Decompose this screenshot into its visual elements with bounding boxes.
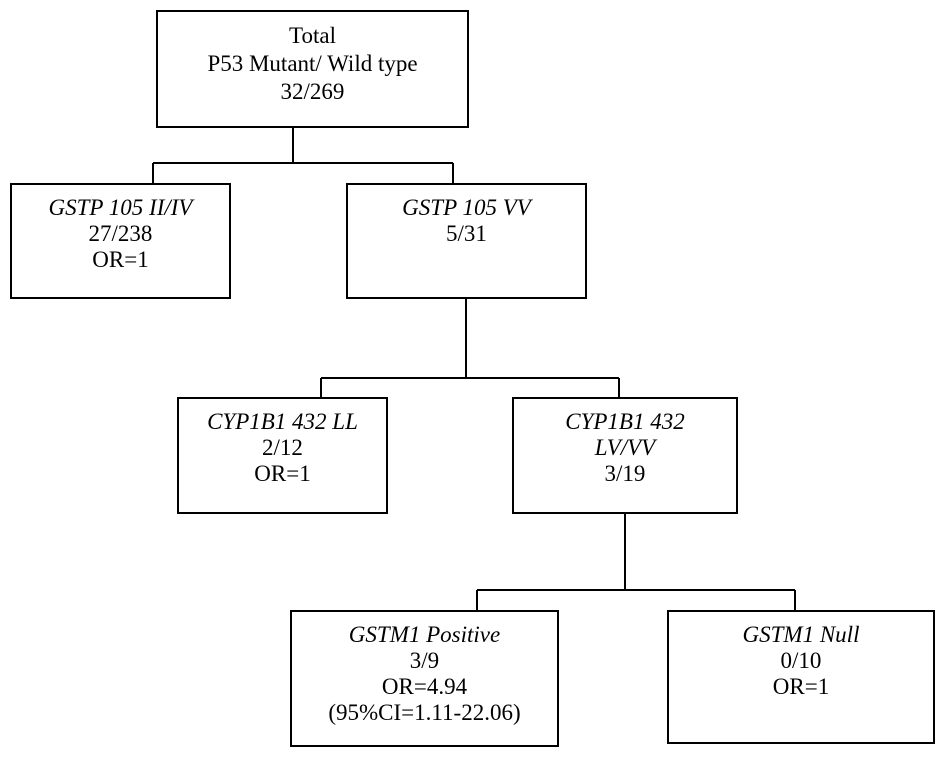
node-genotype-label-line2: LV/VV <box>594 435 656 460</box>
node-total: Total P53 Mutant/ Wild type 32/269 <box>156 10 469 128</box>
node-ratio: 3/9 <box>409 648 440 673</box>
node-confidence-interval: (95%CI=1.11-22.06) <box>328 700 521 725</box>
node-gstp-105-ii-iv: GSTP 105 II/IV 27/238 OR=1 <box>10 183 231 299</box>
node-genotype-label: CYP1B1 432 <box>565 409 685 434</box>
node-total-ratio: 32/269 <box>280 79 345 104</box>
node-odds-ratio: OR=1 <box>254 461 311 486</box>
node-ratio: 5/31 <box>446 221 487 246</box>
node-ratio: 27/238 <box>88 221 153 246</box>
node-genotype-label: GSTM1 Positive <box>348 622 501 647</box>
node-genotype-label: GSTM1 Null <box>742 622 860 647</box>
node-genotype-label: CYP1B1 432 LL <box>207 409 358 434</box>
node-cyp1b1-432-lv-vv: CYP1B1 432 LV/VV 3/19 <box>512 397 738 514</box>
node-odds-ratio: OR=1 <box>772 674 830 699</box>
node-gstm1-null: GSTM1 Null 0/10 OR=1 <box>667 610 935 744</box>
node-total-title: Total <box>289 23 336 48</box>
node-gstm1-positive: GSTM1 Positive 3/9 OR=4.94 (95%CI=1.11-2… <box>290 610 559 747</box>
node-odds-ratio: OR=1 <box>92 247 149 272</box>
node-ratio: 2/12 <box>262 435 303 460</box>
node-odds-ratio: OR=4.94 <box>381 674 468 699</box>
node-ratio: 0/10 <box>780 648 822 673</box>
node-ratio: 3/19 <box>604 461 646 486</box>
node-gstp-105-vv: GSTP 105 VV 5/31 <box>346 183 587 299</box>
node-genotype-label: GSTP 105 II/IV <box>48 195 193 220</box>
node-total-subtitle: P53 Mutant/ Wild type <box>207 51 418 76</box>
node-cyp1b1-432-ll: CYP1B1 432 LL 2/12 OR=1 <box>177 397 388 514</box>
node-genotype-label: GSTP 105 VV <box>402 195 531 220</box>
